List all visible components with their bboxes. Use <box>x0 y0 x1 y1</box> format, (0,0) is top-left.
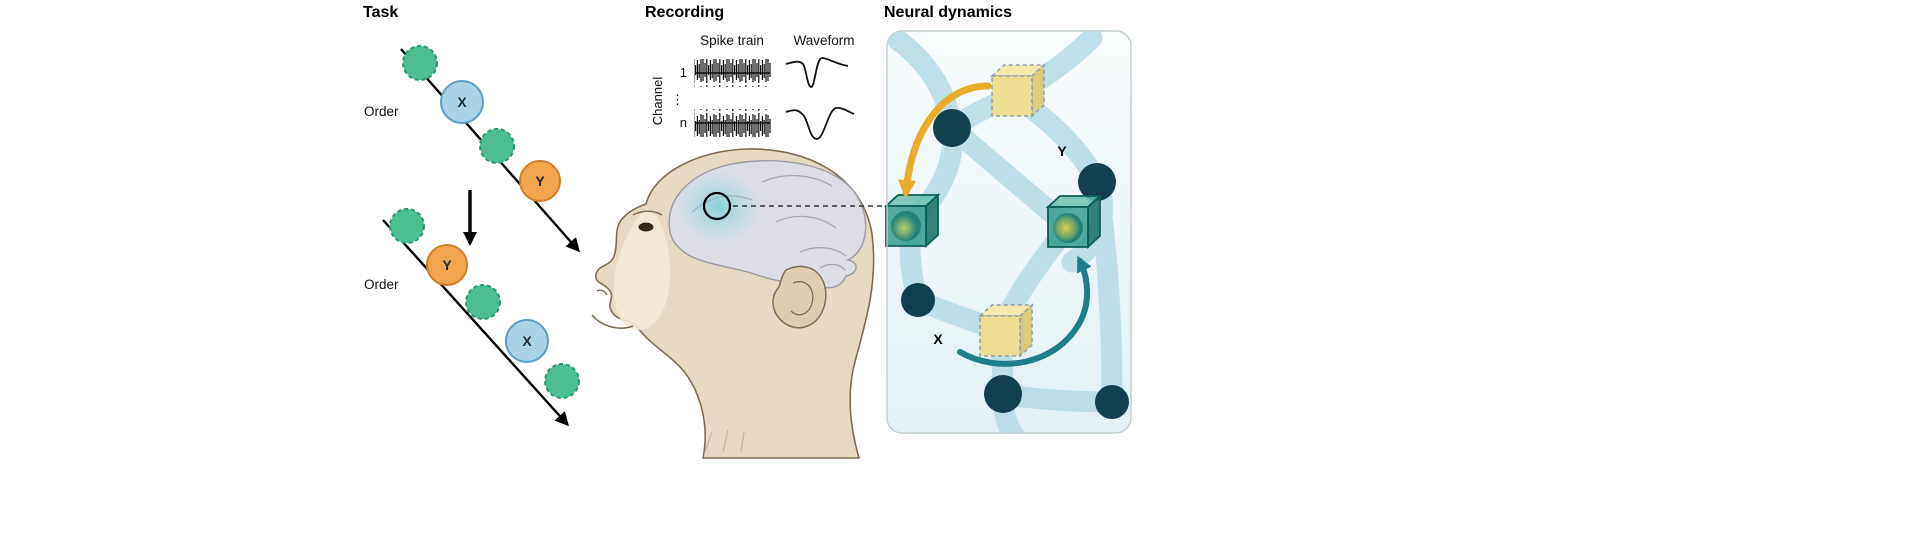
waveform-channel-1 <box>785 57 849 88</box>
sequence-2-order-label: Order <box>364 277 399 292</box>
task-panel: Task Order X Y Order Y X <box>363 4 580 427</box>
stimulus-dot-x <box>505 319 549 363</box>
monkey-fur-strokes <box>704 429 745 453</box>
channel-axis-label: Channel <box>650 77 665 126</box>
state-y-label: Y <box>1057 143 1067 159</box>
stimulus-dot-x <box>440 80 484 124</box>
monkey-illustration <box>591 148 875 459</box>
sequence-2-order-arrow <box>382 219 570 427</box>
recording-panel: Recording Spike train Waveform Channel 1… <box>591 4 884 459</box>
channel-1-tick: 1 <box>680 65 687 80</box>
state-cube-top-yellow <box>989 63 1047 118</box>
stimulus-dot-green <box>389 208 425 244</box>
stimulus-dot-green <box>402 45 438 81</box>
monkey-face-patch <box>613 208 671 331</box>
neural-panel-border <box>886 30 1132 434</box>
waveform-column-label: Waveform <box>793 33 854 48</box>
transition-arrow-yellow <box>898 82 992 199</box>
network-node <box>1095 385 1129 419</box>
waveform-channel-n <box>785 106 855 140</box>
network-node <box>901 283 935 317</box>
cube-inner-glow <box>891 215 917 241</box>
neural-dynamics-title: Neural dynamics <box>884 4 1012 21</box>
cube-inner-glow <box>1052 214 1080 242</box>
monkey-ear <box>772 265 827 329</box>
task-sequence-2: Order Y X <box>364 208 580 427</box>
stimulus-x-label: X <box>522 333 532 349</box>
spike-train-column-label: Spike train <box>700 33 764 48</box>
channel-axis: Channel 1 ⋮ n <box>650 65 687 130</box>
recording-site-glow <box>676 171 760 243</box>
monkey-nostril <box>596 289 608 296</box>
state-cube-right-green <box>1045 193 1103 250</box>
stimulus-x-label: X <box>457 94 467 110</box>
task-sequence-1: Order X Y <box>364 45 580 253</box>
state-cube-bottom-yellow <box>977 303 1035 358</box>
network-node <box>933 109 971 147</box>
stimulus-y-label: Y <box>442 257 452 273</box>
monkey-mouth <box>591 314 634 329</box>
monkey-ear-inner <box>790 281 814 316</box>
neural-dynamics-panel: Neural dynamics <box>883 4 1132 434</box>
recording-site-marker <box>702 191 732 221</box>
stimulus-dot-green <box>465 284 501 320</box>
state-cube-left-green <box>883 192 941 249</box>
monkey-brow-line <box>632 210 663 216</box>
task-title: Task <box>363 4 398 21</box>
monkey-eye <box>638 222 654 232</box>
channel-ellipsis: ⋮ <box>671 92 684 107</box>
stimulus-dot-green <box>479 128 515 164</box>
sequence-1-order-label: Order <box>364 104 399 119</box>
stimulus-y-label: Y <box>535 173 545 189</box>
recording-title: Recording <box>645 4 724 21</box>
state-x-label: X <box>933 331 943 347</box>
transition-arrow-teal <box>957 255 1092 367</box>
stimulus-dot-y <box>519 160 561 202</box>
stimulus-dot-y <box>426 244 468 286</box>
network-node <box>1078 163 1116 201</box>
channel-n-tick: n <box>680 115 687 130</box>
stimulus-dot-green <box>544 363 580 399</box>
network-node <box>984 375 1022 413</box>
